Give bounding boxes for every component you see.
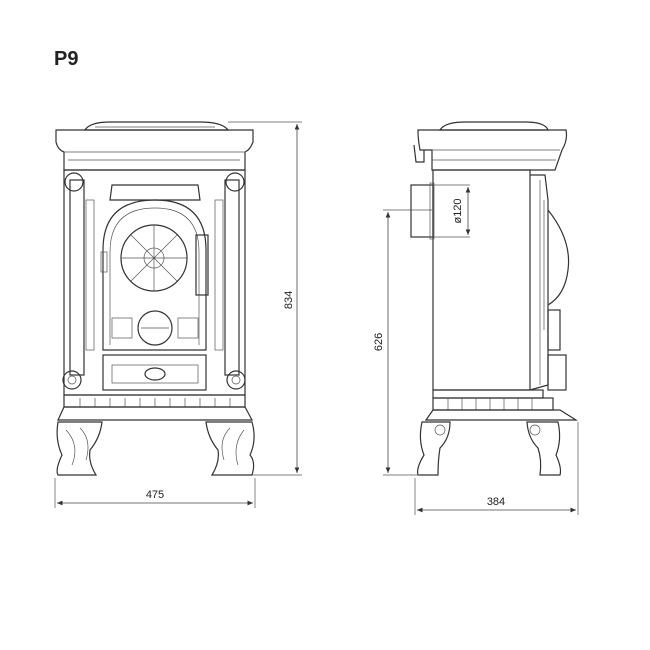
front-width-dimension: 475 [54, 478, 256, 508]
width-label: 475 [146, 489, 164, 501]
model-title: P9 [54, 48, 79, 70]
front-height-dimension: 834 [228, 121, 302, 476]
height-label: 834 [283, 291, 295, 309]
front-view-stove [55, 121, 255, 476]
side-depth-dimension: 384 [414, 422, 579, 515]
depth-label: 384 [487, 496, 505, 508]
flue-diameter-label: ø120 [452, 198, 464, 223]
side-view-stove: ø120 [410, 121, 579, 476]
flue-height-label: 626 [373, 333, 385, 351]
flue-height-dimension: 626 [373, 209, 432, 476]
